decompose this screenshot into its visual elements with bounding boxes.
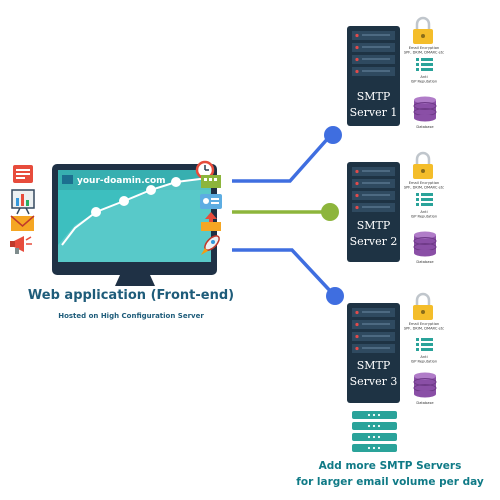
browser-logo-icon [62, 175, 73, 184]
database-label: Database [416, 401, 434, 405]
app-title: Web application (Front-end) [27, 288, 235, 303]
calendar-icon [201, 175, 221, 188]
app-subtitle: Hosted on High Configuration Server [58, 312, 204, 320]
server-label-line1: SMTP [357, 219, 391, 232]
server-label-line2: Server 3 [350, 375, 398, 388]
server-stack-icon [352, 411, 397, 452]
server-label-line2: Server 1 [350, 106, 398, 119]
connection-line-2 [232, 203, 339, 221]
config-label: Anti [420, 75, 427, 79]
database-icon [413, 96, 437, 122]
config-detail: ISP Reputation [411, 80, 437, 84]
database-icon [413, 372, 437, 398]
server-label-line2: Server 2 [350, 235, 398, 248]
database-label: Database [416, 125, 434, 129]
graph-point [171, 177, 181, 187]
address-card-icon [200, 194, 222, 209]
connection-line-1 [232, 126, 342, 183]
connection-line-3 [232, 248, 344, 305]
checklist-icon [416, 193, 433, 206]
encryption-label: Email Encryption [409, 322, 439, 326]
encryption-detail: SPF, DKIM, DMARC etc [404, 51, 444, 55]
smtp-server-2: SMTP Server 2 Email Encryption SPF, DKIM… [347, 151, 444, 264]
graph-point [146, 185, 156, 195]
bar-chart-icon [11, 189, 35, 215]
config-label: Anti [420, 210, 427, 214]
encryption-label: Email Encryption [409, 46, 439, 50]
database-icon [413, 231, 437, 257]
megaphone-icon [10, 236, 32, 254]
encryption-label: Email Encryption [409, 181, 439, 185]
report-icon [13, 165, 33, 183]
checklist-icon [416, 58, 433, 71]
footer-line-1: Add more SMTP Servers [318, 460, 462, 472]
smtp-server-1: SMTP Server 1 Email Encryption SPF, DKIM… [347, 16, 444, 129]
checklist-icon [416, 338, 433, 351]
rocket-icon [201, 235, 220, 255]
encryption-detail: SPF, DKIM, DMARC etc [404, 186, 444, 190]
server-label-line1: SMTP [357, 359, 391, 372]
server-label-line1: SMTP [357, 90, 391, 103]
padlock-icon [413, 16, 433, 44]
config-label: Anti [420, 355, 427, 359]
browser-url: your-doamin.com [77, 176, 166, 186]
monitor: your-doamin.com [52, 164, 217, 286]
monitor-neck [115, 275, 155, 286]
config-detail: ISP Reputation [411, 360, 437, 364]
envelope-icon [10, 215, 35, 231]
footer-line-2: for larger email volume per day [296, 476, 484, 488]
config-detail: ISP Reputation [411, 215, 437, 219]
padlock-icon [413, 151, 433, 179]
padlock-icon [413, 292, 433, 320]
graph-point [91, 207, 101, 217]
graph-point [119, 196, 129, 206]
database-label: Database [416, 260, 434, 264]
encryption-detail: SPF, DKIM, DMARC etc [404, 327, 444, 331]
smtp-server-3: SMTP Server 3 Email Encryption SPF, DKIM… [347, 292, 444, 405]
inbox-upload-icon [201, 212, 221, 231]
